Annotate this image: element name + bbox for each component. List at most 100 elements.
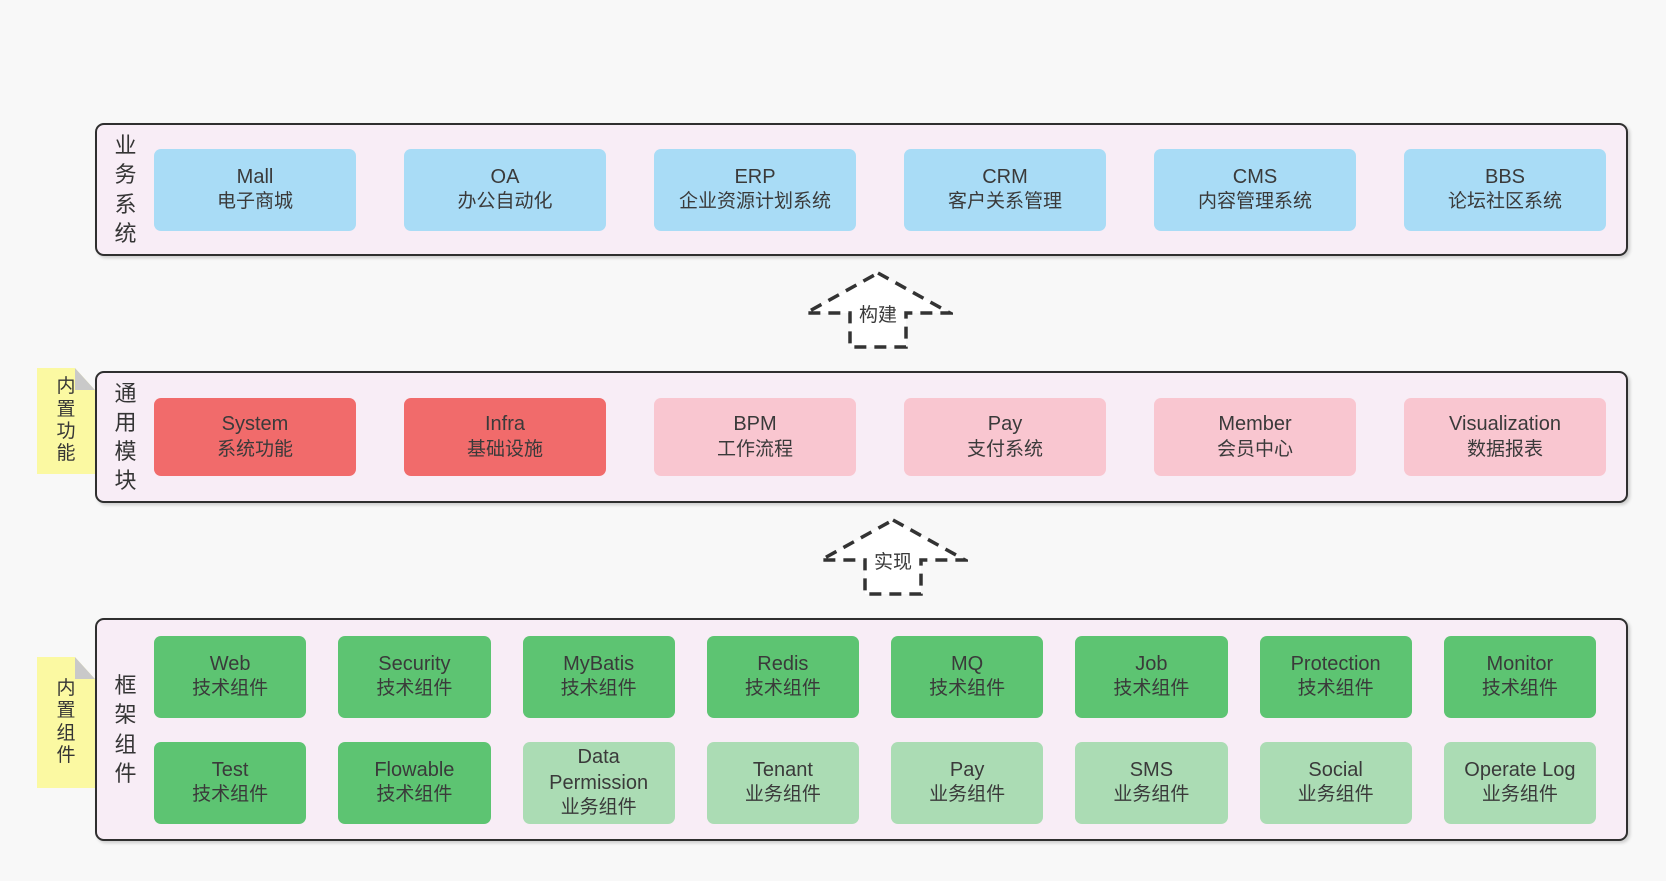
- node-title: Pay: [949, 758, 985, 781]
- node-title: BBS: [1484, 165, 1526, 188]
- node-subtitle: 数据报表: [1466, 438, 1543, 460]
- node-title: Redis: [757, 652, 809, 675]
- node-grid: Mall 电子商城 OA 办公自动化 ERP 企业资源计划系统 CRM 客户关系管理 CMS 内容…: [154, 125, 1626, 254]
- arrow-label: 构建: [855, 300, 901, 327]
- node-bbs: BBS 论坛社区系统: [1404, 148, 1606, 231]
- implement-arrow: 实现: [818, 517, 968, 597]
- node-erp: ERP 企业资源计划系统: [654, 148, 856, 231]
- node-title: Monitor: [1486, 652, 1554, 675]
- node-subtitle: 企业资源计划系统: [678, 191, 831, 213]
- node-title: ERP: [734, 165, 776, 188]
- node-title: Tenant: [752, 758, 813, 781]
- node-subtitle: 论坛社区系统: [1447, 191, 1562, 213]
- node-title: System: [221, 413, 289, 436]
- panel-business-systems: 业务系统 Mall 电子商城 OA 办公自动化 ERP 企业资源计划系统 CRM 客户关系管理…: [95, 123, 1628, 256]
- folded-corner-icon: [75, 657, 95, 679]
- node-title: Flowable: [374, 758, 455, 781]
- node-subtitle: 业务组件: [560, 796, 637, 818]
- node-title: Infra: [484, 413, 526, 436]
- node-mall: Mall 电子商城: [154, 148, 356, 231]
- panel-title: 通用模块: [114, 380, 137, 494]
- node-subtitle: 技术组件: [560, 678, 637, 700]
- arrow-label: 实现: [870, 547, 916, 574]
- node-cms: CMS 内容管理系统: [1154, 148, 1356, 231]
- node-subtitle: 工作流程: [716, 438, 793, 460]
- node-subtitle: 客户关系管理: [947, 191, 1062, 213]
- node-title: Test: [211, 758, 249, 781]
- sticky-note-label: 内置组件: [56, 677, 76, 766]
- node-subtitle: 技术组件: [376, 784, 453, 806]
- panel-title: 框架组件: [114, 673, 137, 786]
- node-title: Social: [1308, 758, 1363, 781]
- sticky-note-built-in-features: 内置功能: [37, 368, 95, 474]
- node-mq: MQ 技术组件: [891, 635, 1044, 718]
- node-flowable: Flowable 技术组件: [338, 741, 491, 824]
- build-arrow: 构建: [803, 270, 953, 350]
- node-protection: Protection 技术组件: [1259, 635, 1412, 718]
- node-title: Web: [209, 652, 251, 675]
- node-subtitle: 技术组件: [376, 678, 453, 700]
- node-subtitle: 电子商城: [216, 191, 293, 213]
- node-title: Pay: [987, 413, 1023, 436]
- panel-label-column: 框架组件: [97, 620, 154, 839]
- node-subtitle: 技术组件: [192, 678, 269, 700]
- node-redis: Redis 技术组件: [706, 635, 859, 718]
- node-subtitle: 会员中心: [1216, 438, 1293, 460]
- panel-title: 业务系统: [114, 133, 137, 246]
- node-subtitle: 业务组件: [1481, 784, 1558, 806]
- node-subtitle: 技术组件: [744, 678, 821, 700]
- node-subtitle: 办公自动化: [457, 191, 553, 213]
- node-title: Visualization: [1449, 413, 1561, 436]
- node-subtitle: 业务组件: [1297, 784, 1374, 806]
- node-title: MQ: [951, 652, 984, 675]
- node-social: Social 业务组件: [1259, 741, 1412, 824]
- node-security: Security 技术组件: [338, 635, 491, 718]
- node-subtitle: 技术组件: [1297, 678, 1374, 700]
- node-crm: CRM 客户关系管理: [904, 148, 1106, 231]
- node-title: CMS: [1232, 165, 1278, 188]
- node-title: Operate Log: [1464, 758, 1576, 781]
- node-subtitle: 基础设施: [466, 438, 543, 460]
- node-title: CRM: [982, 165, 1028, 188]
- node-subtitle: 技术组件: [1481, 678, 1558, 700]
- node-title: BPM: [733, 413, 777, 436]
- node-title: Mall: [236, 165, 274, 188]
- node-operate-log: Operate Log 业务组件: [1443, 741, 1596, 824]
- node-subtitle: 技术组件: [929, 678, 1006, 700]
- node-pay: Pay 业务组件: [891, 741, 1044, 824]
- node-title: OA: [490, 165, 520, 188]
- sticky-note-label: 内置功能: [56, 376, 76, 465]
- node-web: Web 技术组件: [154, 635, 307, 718]
- node-subtitle: 业务组件: [929, 784, 1006, 806]
- node-title: SMS: [1129, 758, 1174, 781]
- node-title: Data Permission: [549, 746, 649, 794]
- node-subtitle: 内容管理系统: [1197, 191, 1312, 213]
- node-subtitle: 技术组件: [1113, 678, 1190, 700]
- node-subtitle: 业务组件: [1113, 784, 1190, 806]
- node-oa: OA 办公自动化: [404, 148, 606, 231]
- node-title: Security: [378, 652, 451, 675]
- component-row: Mall 电子商城 OA 办公自动化 ERP 企业资源计划系统 CRM 客户关系管理 CMS 内容…: [154, 148, 1606, 231]
- node-monitor: Monitor 技术组件: [1443, 635, 1596, 718]
- node-title: Member: [1218, 413, 1292, 436]
- node-title: Protection: [1290, 652, 1381, 675]
